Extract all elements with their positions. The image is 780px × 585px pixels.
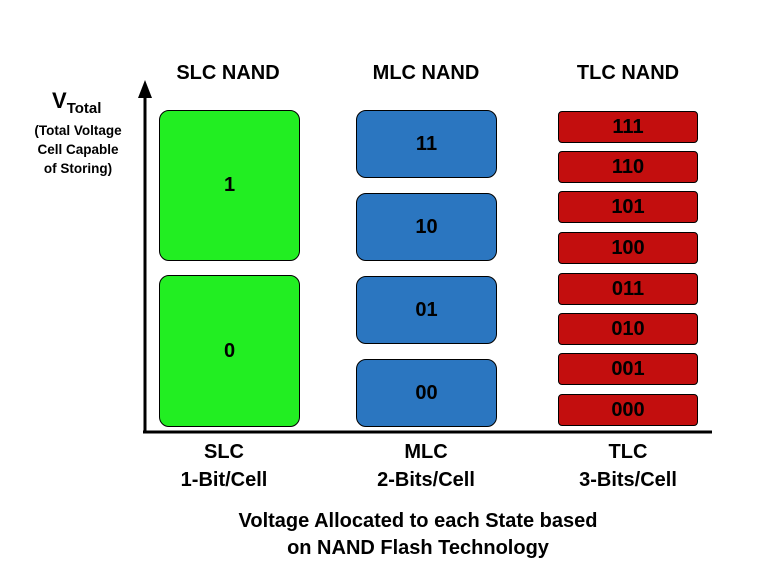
slc-title: SLC NAND xyxy=(176,62,280,84)
tlc-state-block: 011 xyxy=(558,273,698,305)
tlc-state-block: 000 xyxy=(558,394,698,426)
tlc-bits-label: TLC 3-Bits/Cell xyxy=(528,438,728,494)
state-value: 11 xyxy=(415,132,438,155)
figure-caption: Voltage Allocated to each State based on… xyxy=(28,508,780,562)
tlc-state-block: 010 xyxy=(558,313,698,345)
state-value: 0 xyxy=(223,339,236,362)
state-value: 1 xyxy=(223,174,236,196)
tlc-state-block: 101 xyxy=(558,191,698,223)
cell-type-label: MLC xyxy=(404,441,448,463)
state-value: 001 xyxy=(611,357,645,380)
slc-state-block: 1 xyxy=(159,110,300,261)
state-value: 111 xyxy=(612,115,644,138)
mlc-state-block: 10 xyxy=(356,193,497,261)
state-value: 011 xyxy=(611,277,645,300)
mlc-title: MLC NAND xyxy=(372,62,480,84)
bits-per-cell-label: 3-Bits/Cell xyxy=(579,469,677,491)
bits-per-cell-label: 2-Bits/Cell xyxy=(377,469,475,491)
cell-type-label: SLC xyxy=(204,441,244,463)
bits-per-cell-label: 1-Bit/Cell xyxy=(180,469,268,491)
mlc-state-block: 11 xyxy=(356,110,497,178)
y-axis-description-line: of Storing) xyxy=(43,161,113,176)
tlc-state-block: 110 xyxy=(558,151,698,183)
tlc-state-block: 100 xyxy=(558,232,698,264)
state-value: 000 xyxy=(611,398,645,421)
state-value: 01 xyxy=(415,298,438,321)
caption-line: Voltage Allocated to each State based xyxy=(238,510,598,532)
state-value: 010 xyxy=(611,317,645,340)
y-axis-description-line: (Total Voltage xyxy=(34,123,122,138)
mlc-state-block: 01 xyxy=(356,276,497,344)
state-value: 10 xyxy=(415,215,438,238)
mlc-state-block: 00 xyxy=(356,359,497,427)
cell-type-label: TLC xyxy=(608,441,648,463)
caption-line: on NAND Flash Technology xyxy=(287,537,549,559)
state-value: 110 xyxy=(611,155,645,178)
y-axis-symbol: VTotal xyxy=(52,88,102,117)
slc-bits-label: SLC 1-Bit/Cell xyxy=(124,438,324,494)
tlc-state-block: 111 xyxy=(558,111,698,143)
tlc-title: TLC NAND xyxy=(576,62,680,84)
y-axis-arrowhead xyxy=(138,80,152,98)
state-value: 101 xyxy=(611,195,645,218)
y-axis-description: (Total Voltage Cell Capable of Storing) xyxy=(13,121,143,178)
state-value: 100 xyxy=(611,236,645,259)
state-value: 00 xyxy=(415,381,438,404)
tlc-state-block: 001 xyxy=(558,353,698,385)
slc-state-block: 0 xyxy=(159,275,300,427)
y-axis-description-line: Cell Capable xyxy=(37,142,119,157)
mlc-bits-label: MLC 2-Bits/Cell xyxy=(326,438,526,494)
